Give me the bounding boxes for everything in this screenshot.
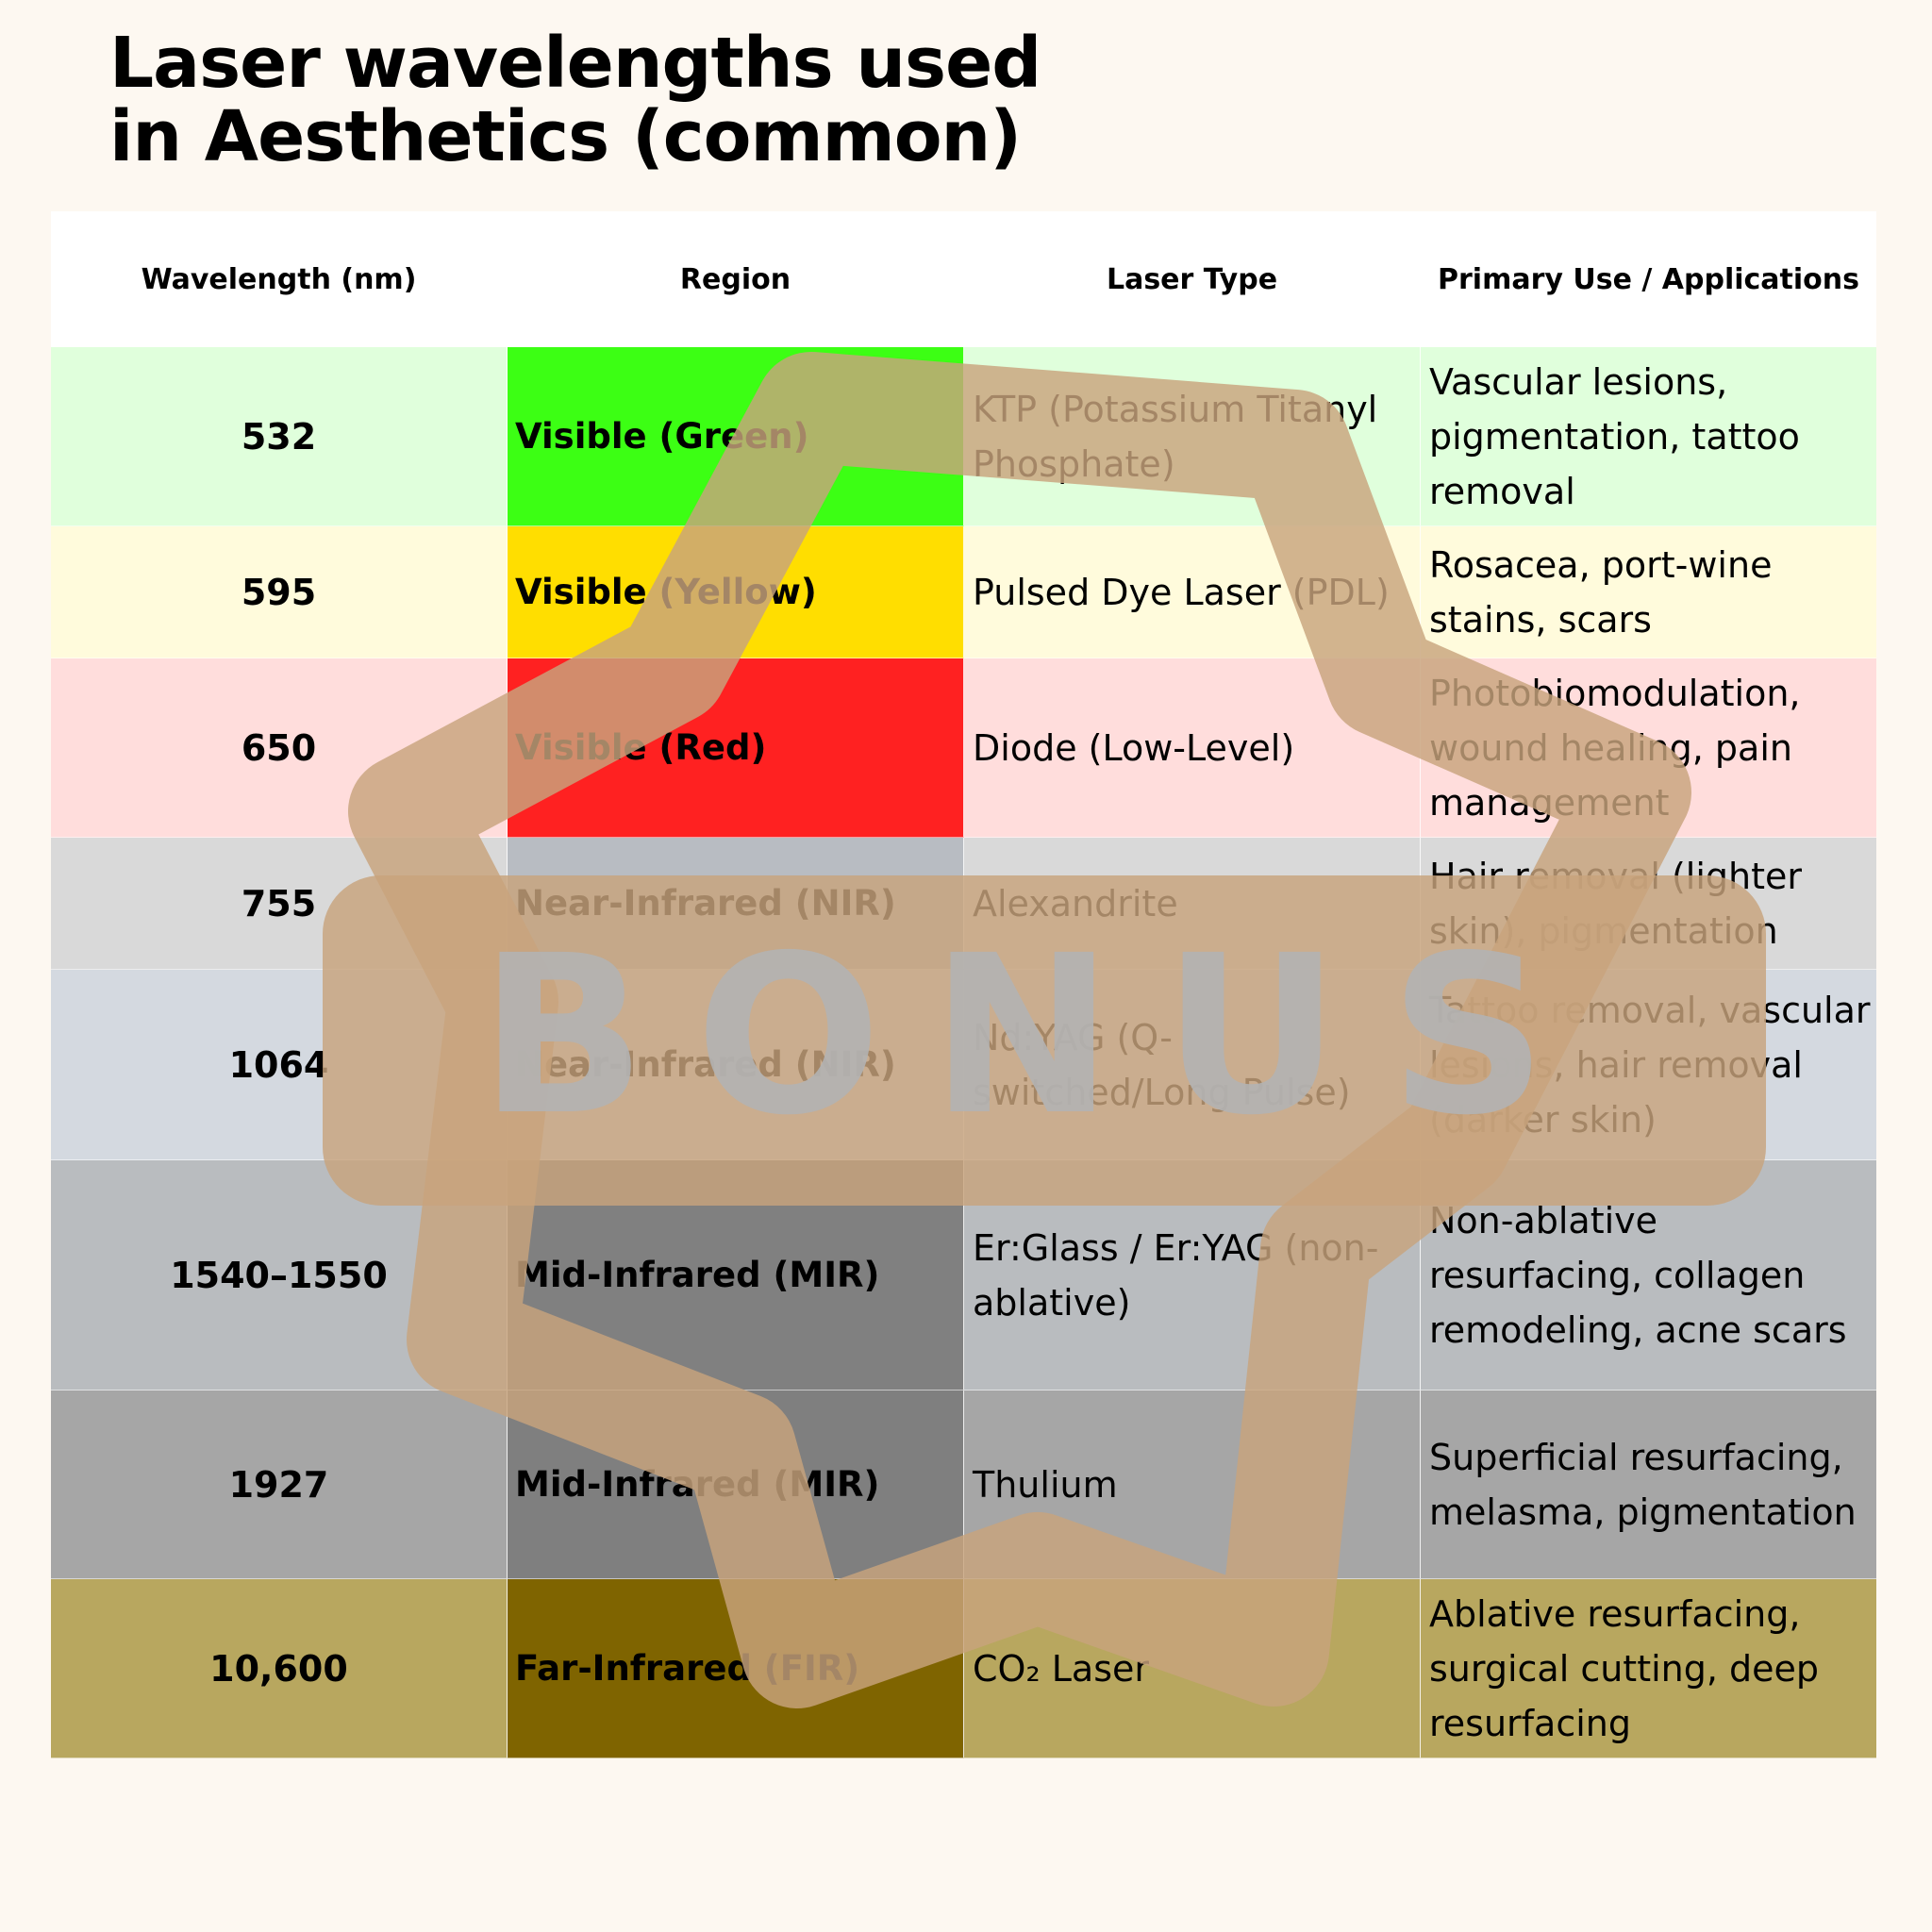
primary-use-cell: Superficial resurfacing, melasma, pigmen…	[1421, 1391, 1876, 1579]
laser-type-cell: CO₂ Laser	[964, 1579, 1421, 1758]
primary-use-cell: Ablative resurfacing, surgical cutting, …	[1421, 1579, 1876, 1758]
wavelength-cell: 755	[51, 838, 508, 970]
primary-use-cell: Tattoo removal, vascular lesions, hair r…	[1421, 970, 1876, 1160]
wavelength-table: Wavelength (nm) Region Laser Type Primar…	[51, 211, 1876, 1758]
laser-type-cell: Thulium	[964, 1391, 1421, 1579]
wavelength-cell: 10,600	[51, 1579, 508, 1758]
laser-type-cell: Diode (Low-Level)	[964, 658, 1421, 838]
laser-type-cell: Nd:YAG (Q-switched/Long Pulse)	[964, 970, 1421, 1160]
wavelength-cell: 650	[51, 658, 508, 838]
laser-type-cell: KTP (Potassium Titanyl Phosphate)	[964, 347, 1421, 526]
title-line-2: in Aesthetics (common)	[109, 96, 1022, 177]
wavelength-cell: 1927	[51, 1391, 508, 1579]
primary-use-cell: Hair removal (lighter skin), pigmentatio…	[1421, 838, 1876, 970]
region-cell: Near-Infrared (NIR)	[508, 838, 964, 970]
region-cell: Mid-Infrared (MIR)	[508, 1160, 964, 1391]
wavelength-cell: 532	[51, 347, 508, 526]
primary-use-cell: Photobiomodulation, wound healing, pain …	[1421, 658, 1876, 838]
laser-type-cell: Er:Glass / Er:YAG (non-ablative)	[964, 1160, 1421, 1391]
wavelength-cell: 595	[51, 526, 508, 658]
header-primary-use: Primary Use / Applications	[1421, 211, 1876, 347]
header-wavelength: Wavelength (nm)	[51, 211, 508, 347]
title-line-1: Laser wavelengths used	[109, 23, 1041, 104]
region-cell: Visible (Green)	[508, 347, 964, 526]
primary-use-cell: Vascular lesions, pigmentation, tattoo r…	[1421, 347, 1876, 526]
region-cell: Visible (Red)	[508, 658, 964, 838]
primary-use-cell: Rosacea, port-wine stains, scars	[1421, 526, 1876, 658]
laser-type-cell: Alexandrite	[964, 838, 1421, 970]
wavelength-cell: 1540–1550	[51, 1160, 508, 1391]
region-cell: Mid-Infrared (MIR)	[508, 1391, 964, 1579]
region-cell: Far-Infrared (FIR)	[508, 1579, 964, 1758]
primary-use-cell: Non-ablative resurfacing, collagen remod…	[1421, 1160, 1876, 1391]
wavelength-cell: 1064	[51, 970, 508, 1160]
page-title: Laser wavelengths used in Aesthetics (co…	[109, 26, 1336, 174]
laser-type-cell: Pulsed Dye Laser (PDL)	[964, 526, 1421, 658]
region-cell: Near-Infrared (NIR)	[508, 970, 964, 1160]
header-region: Region	[508, 211, 964, 347]
header-laser-type: Laser Type	[964, 211, 1421, 347]
region-cell: Visible (Yellow)	[508, 526, 964, 658]
